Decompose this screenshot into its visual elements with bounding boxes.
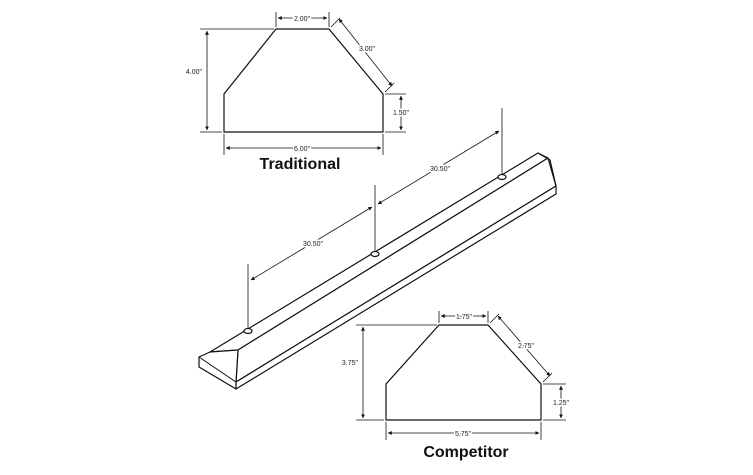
bar-left-end	[198, 349, 239, 390]
competitor-slope-ext-top	[489, 313, 500, 324]
competitor-slope-ext-bottom	[542, 372, 553, 383]
traditional-slope-label: 3.00"	[359, 46, 376, 53]
spacing-right-label: 30.50"	[430, 166, 451, 173]
spacing-left-label: 30.50"	[303, 241, 324, 248]
competitor-profile	[356, 311, 566, 440]
traditional-labels: 2.00" 3.00" 4.00" 1.50" 6.00" Traditiona…	[186, 15, 411, 174]
anchor-hole-left	[243, 327, 253, 335]
spacing-left-dim-line	[250, 206, 373, 281]
competitor-base-label: 5.75"	[455, 431, 472, 438]
bar-right-end	[537, 152, 557, 187]
competitor-slope-label: 2.75"	[518, 343, 535, 350]
traditional-base-label: 6.00"	[294, 146, 311, 153]
competitor-top-label: 1.75"	[456, 314, 473, 321]
traditional-profile	[200, 12, 406, 155]
competitor-title: Competitor	[423, 444, 508, 461]
competitor-side-label: 1.25"	[553, 400, 570, 407]
competitor-slope-dim-line	[497, 315, 551, 377]
bar-labels: 30.50" 30.50"	[301, 165, 452, 250]
wheel-stop-bar	[198, 152, 557, 390]
bar-left-end-edge	[198, 356, 237, 383]
anchor-hole-right	[497, 173, 507, 181]
anchor-hole-middle	[370, 250, 380, 258]
traditional-slope-ext-bottom	[384, 82, 395, 93]
traditional-slope-ext-top	[330, 17, 341, 28]
traditional-side-label: 1.50"	[393, 110, 410, 117]
bar-front-face	[235, 185, 557, 390]
competitor-cross-section	[385, 324, 542, 421]
competitor-height-label: 3.75"	[342, 360, 359, 367]
traditional-title: Traditional	[260, 156, 341, 173]
bar-front-chamfer	[235, 157, 557, 383]
traditional-top-label: 2.00"	[294, 16, 311, 23]
spacing-right-dim-line	[377, 130, 500, 205]
competitor-labels: 1.75" 2.75" 3.75" 1.25" 5.75" Competitor	[342, 313, 571, 462]
traditional-slope-dim-line	[338, 18, 393, 87]
bar-dimensions	[247, 108, 503, 329]
traditional-height-label: 4.00"	[186, 69, 203, 76]
